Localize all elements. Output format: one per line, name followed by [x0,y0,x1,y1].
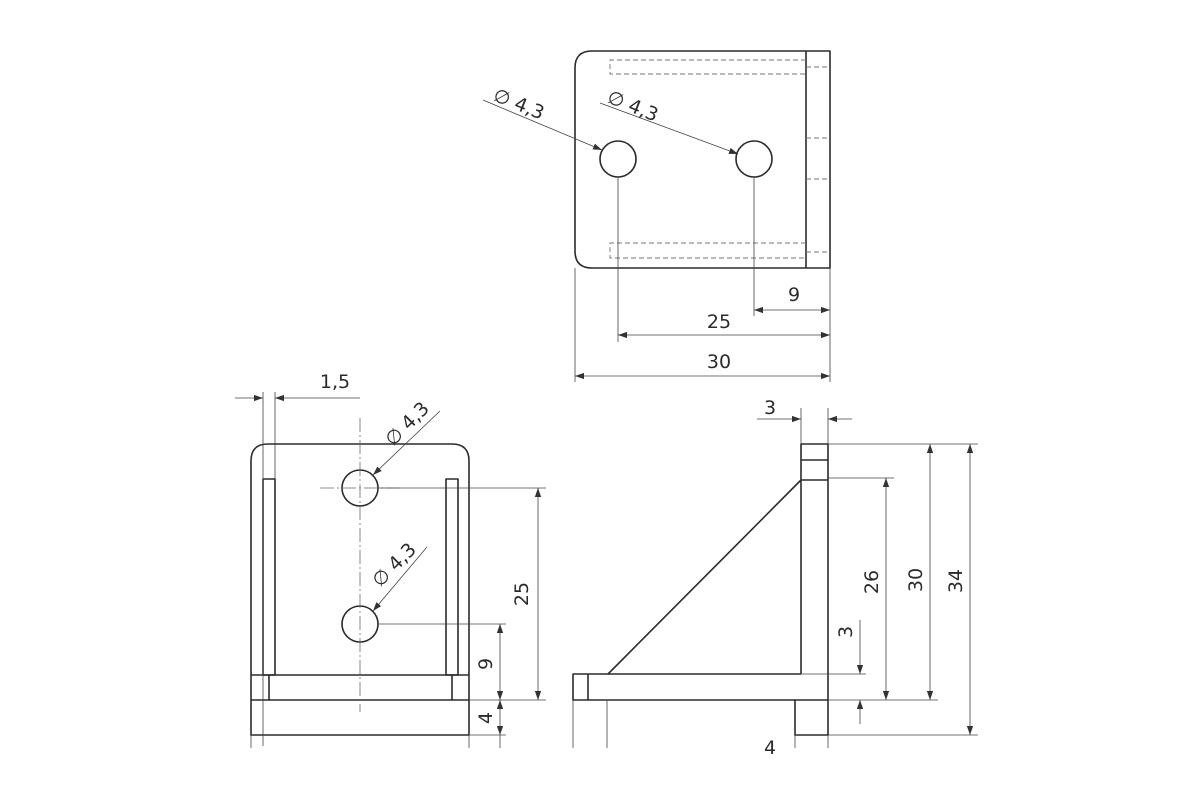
side-view: 3 26 30 34 3 4 [572,397,978,759]
front-view-leader-upper [372,410,441,476]
top-view-dim-9-label: 9 [788,284,800,306]
top-view-dim-25-label: 25 [707,311,731,333]
front-view-dim-4-label: 4 [475,712,497,724]
top-view-hidden-rib-lower [609,242,806,259]
side-view-dim-3-top-label: 3 [764,397,776,419]
side-view-dim-30-label: 30 [905,568,927,592]
front-view-leader-lower [372,546,428,612]
side-view-dim-34-label: 34 [945,569,967,593]
side-view-outline [572,443,829,736]
front-view-dim-9-label: 9 [475,658,497,670]
top-view: ∅ 4,3 ∅ 4,3 9 25 30 [482,50,831,382]
top-view-hole-right [735,140,773,178]
top-view-dim-30-label: 30 [707,351,731,373]
side-view-dim-26-label: 26 [861,570,883,594]
front-view-dim-25-label: 25 [511,582,533,606]
front-view-rib-right [445,478,459,676]
side-view-dim-4-bottom-label: 4 [764,737,776,759]
top-view-leader-right [599,102,739,155]
front-view-rib-left [262,478,276,676]
side-view-dim-3-inner-label: 3 [835,626,857,638]
top-view-hole-left [599,140,637,178]
top-view-leader-left [482,99,603,151]
front-view: 1,5 ∅ 4,3 ∅ 4,3 25 9 4 [235,371,546,748]
top-view-outline [574,50,831,269]
top-view-hole-dia-left-label: ∅ 4,3 [490,84,547,124]
top-view-hole-dia-right-label: ∅ 4,3 [604,86,661,126]
top-view-hidden-rib-upper [609,59,806,75]
front-view-dim-1-5-label: 1,5 [320,371,350,393]
front-view-hole-dia-lower-label: ∅ 4,3 [368,539,421,592]
